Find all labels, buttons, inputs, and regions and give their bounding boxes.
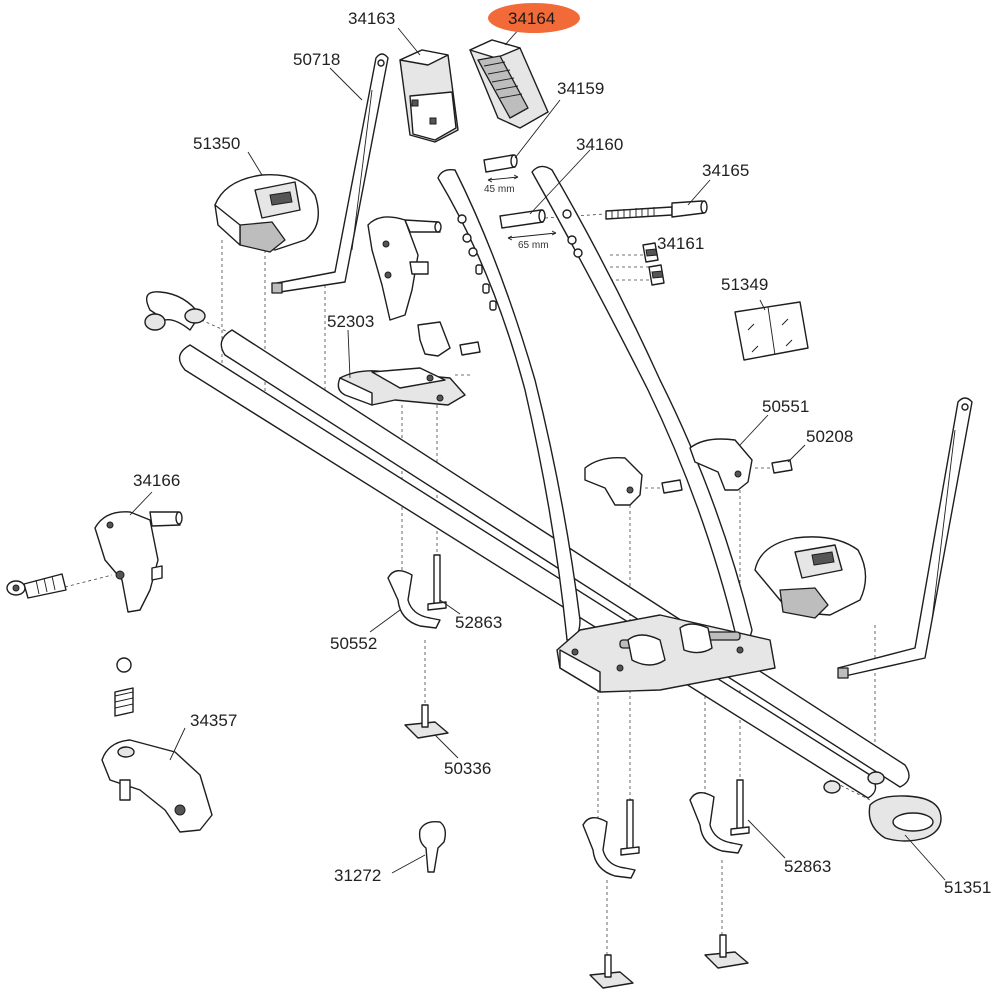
label-52863-lower: 52863: [784, 857, 832, 876]
dimension-45mm: 45 mm: [484, 184, 515, 195]
end-cap-51351: [868, 795, 942, 842]
lock-bracket-34357: [101, 657, 213, 833]
base-bracket: [556, 614, 776, 693]
jaw-clamps-50551: [584, 438, 793, 506]
spacer-34160: [499, 209, 557, 241]
label-31272: 31272: [334, 866, 382, 885]
label-34165: 34165: [702, 161, 750, 180]
strap-50718: [271, 53, 389, 294]
label-34164: 34164: [508, 9, 556, 28]
bolt-34165: [605, 200, 708, 220]
dimension-65mm: 65 mm: [518, 240, 549, 251]
frame-arm: [437, 165, 753, 644]
wheel-holder-right: [754, 536, 867, 619]
label-34166: 34166: [133, 471, 181, 490]
label-52303: 52303: [327, 312, 375, 331]
label-50552: 50552: [330, 634, 378, 653]
sticker-51349: [734, 301, 809, 361]
cap-34163: [399, 49, 459, 143]
label-51349: 51349: [721, 275, 769, 294]
t-nuts-50336: [404, 704, 749, 989]
label-50718: 50718: [293, 50, 341, 69]
label-50208: 50208: [806, 427, 854, 446]
strap-bracket: [367, 216, 442, 321]
label-50551: 50551: [762, 397, 810, 416]
bolts-52863: [427, 554, 750, 856]
pins-34161: [642, 242, 665, 286]
label-34160: 34160: [576, 135, 624, 154]
label-51351: 51351: [944, 878, 992, 897]
lock-bracket-34166: [94, 511, 183, 613]
cap-34164: [469, 39, 549, 129]
key-31272: [418, 820, 447, 873]
wheel-holder-51350: [214, 173, 319, 253]
label-34161: 34161: [657, 234, 705, 253]
lock-cylinder: [6, 573, 67, 599]
spacer-34159: [483, 154, 519, 183]
strap-right: [837, 397, 973, 679]
u-clamps-50552: [387, 570, 743, 879]
label-51350: 51350: [193, 134, 241, 153]
label-52863-upper: 52863: [455, 613, 503, 632]
clamp-52303: [337, 321, 481, 406]
label-34159: 34159: [557, 79, 605, 98]
highlight-badge: [488, 3, 580, 33]
label-50336: 50336: [444, 759, 492, 778]
label-34357: 34357: [190, 711, 238, 730]
leader-lines: [129, 27, 946, 881]
label-34163: 34163: [348, 9, 396, 28]
